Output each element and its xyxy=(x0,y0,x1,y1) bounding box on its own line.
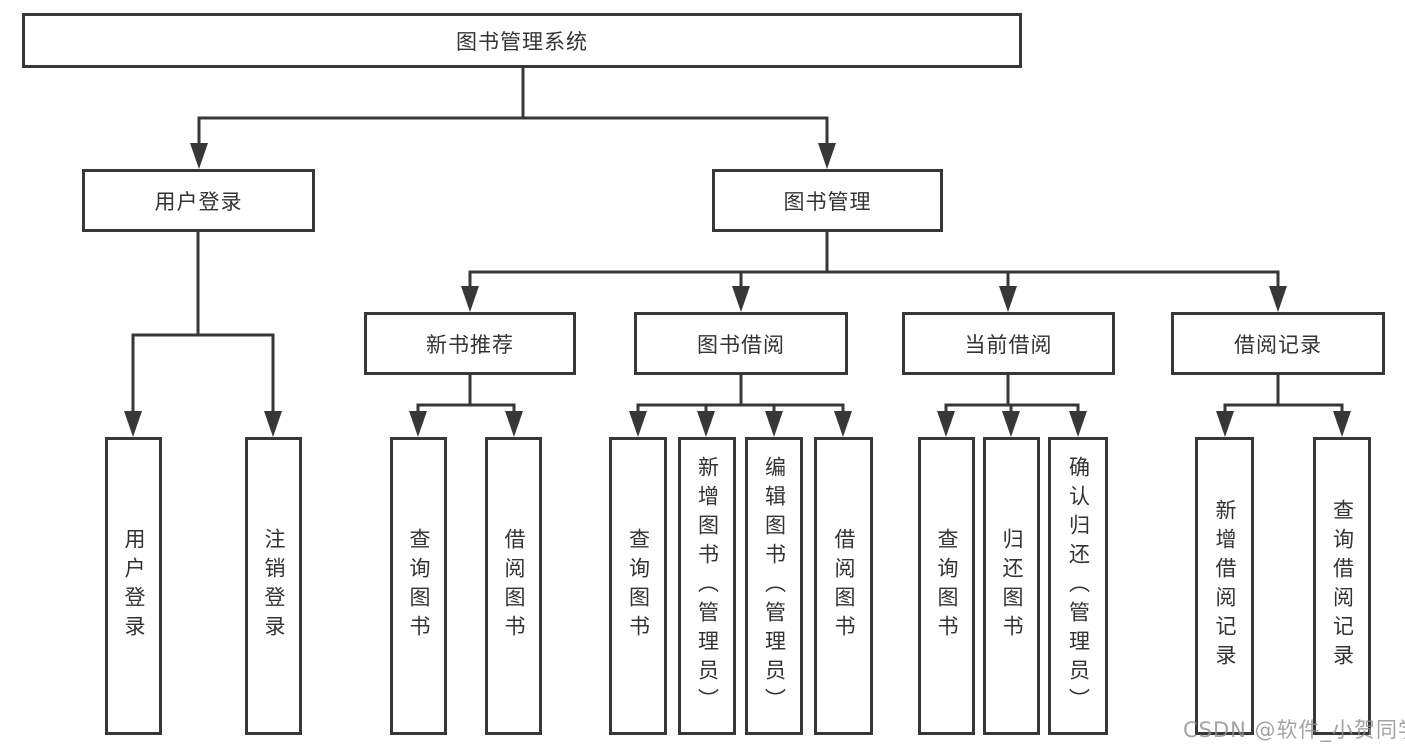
node-borrow-records: 借阅记录 xyxy=(1171,312,1385,375)
node-book-management: 图书管理 xyxy=(712,169,943,232)
node-new-book-recommend: 新书推荐 xyxy=(364,312,576,375)
leaf-add-borrow-record-label: 新增借阅记录 xyxy=(1213,499,1237,673)
leaf-return-book-label: 归还图书 xyxy=(1000,528,1024,644)
node-user-login-label: 用户登录 xyxy=(154,189,243,214)
leaf-edit-book-admin: 编辑图书（管理员） xyxy=(745,437,803,735)
leaf-query-book-borrow-label: 查询图书 xyxy=(626,528,651,644)
leaf-query-book-recommend: 查询图书 xyxy=(390,437,447,735)
node-current-borrow: 当前借阅 xyxy=(902,312,1115,375)
leaf-query-borrow-record-label: 查询借阅记录 xyxy=(1330,499,1355,673)
leaf-edit-book-admin-label: 编辑图书（管理员） xyxy=(762,455,787,717)
node-root: 图书管理系统 xyxy=(22,13,1022,68)
leaf-query-borrow-record: 查询借阅记录 xyxy=(1313,437,1371,735)
leaf-user-login-label: 用户登录 xyxy=(122,528,146,644)
leaf-query-book-current: 查询图书 xyxy=(918,437,975,735)
leaf-user-login: 用户登录 xyxy=(105,437,162,735)
node-borrow-records-label: 借阅记录 xyxy=(1234,332,1322,357)
node-user-login: 用户登录 xyxy=(82,169,315,232)
node-book-borrow: 图书借阅 xyxy=(634,312,848,375)
leaf-borrow-book-recommend-label: 借阅图书 xyxy=(502,528,526,644)
leaf-query-book-current-label: 查询图书 xyxy=(935,528,959,644)
leaf-confirm-return-admin: 确认归还（管理员） xyxy=(1048,437,1108,735)
leaf-query-book-recommend-label: 查询图书 xyxy=(407,528,431,644)
leaf-add-book-admin-label: 新增图书（管理员） xyxy=(695,455,720,717)
leaf-confirm-return-admin-label: 确认归还（管理员） xyxy=(1066,455,1091,717)
leaf-borrow-book: 借阅图书 xyxy=(814,437,873,735)
leaf-logout: 注销登录 xyxy=(245,437,302,735)
leaf-borrow-book-recommend: 借阅图书 xyxy=(485,437,542,735)
node-book-management-label: 图书管理 xyxy=(783,189,872,214)
leaf-logout-label: 注销登录 xyxy=(262,528,286,644)
node-root-label: 图书管理系统 xyxy=(456,29,588,54)
leaf-query-book-borrow: 查询图书 xyxy=(609,437,667,735)
leaf-add-book-admin: 新增图书（管理员） xyxy=(678,437,736,735)
node-new-book-recommend-label: 新书推荐 xyxy=(426,332,514,357)
leaf-borrow-book-label: 借阅图书 xyxy=(832,528,856,644)
csdn-watermark: CSDN @软件_小贺同学 xyxy=(1183,718,1405,742)
leaf-return-book: 归还图书 xyxy=(983,437,1040,735)
leaf-add-borrow-record: 新增借阅记录 xyxy=(1195,437,1254,735)
node-current-borrow-label: 当前借阅 xyxy=(964,332,1053,357)
node-book-borrow-label: 图书借阅 xyxy=(697,332,785,357)
